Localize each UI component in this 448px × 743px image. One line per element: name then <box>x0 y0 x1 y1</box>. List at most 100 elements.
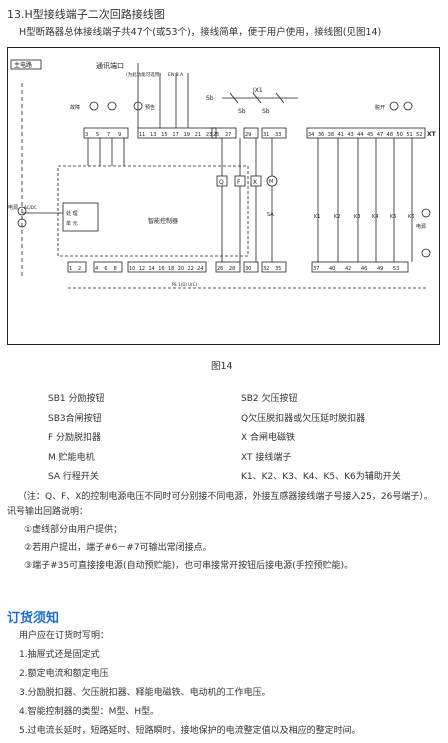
order-item: 1.抽屉式还是固定式 <box>19 650 100 660</box>
power-ac-dc-label: AC/DC <box>24 205 37 210</box>
terminal-strip-bot-left <box>67 261 87 273</box>
terminal-number: 43 <box>347 132 353 138</box>
box-m-label: M <box>269 179 273 185</box>
power-left-label: 电源 <box>8 204 18 211</box>
controller-label: 智能控制器 <box>148 217 178 225</box>
legend-item: M 贮能电机 <box>48 452 95 463</box>
terminal-number: 45 <box>367 132 373 138</box>
terminal-number: 33 <box>275 132 281 138</box>
figure-caption: 图14 <box>211 361 233 372</box>
terminal-number: 35 <box>275 266 281 272</box>
pe-label: PE 1(D) U(C) <box>172 282 198 287</box>
k-switch-label: K4 <box>372 214 378 220</box>
terminal-number: 8 <box>114 266 117 272</box>
terminal-number: 46 <box>361 266 367 272</box>
sb-switch-1 <box>229 92 239 104</box>
lamp-release <box>389 101 399 111</box>
comm-en-line: EN B A <box>168 72 184 78</box>
k-switch-label: K2 <box>334 214 340 220</box>
terminal-number: 13 <box>150 132 156 138</box>
order-item: 2.额定电流和额定电压 <box>19 669 109 679</box>
terminal-number: 9 <box>118 132 121 138</box>
terminal-strip-top-x <box>243 127 259 139</box>
section-subtitle: H型断路器总体接线端子共47个(或53个)，接线简单，便于用户使用，接线图(见图… <box>19 27 382 38</box>
lamp-release-2 <box>403 101 413 111</box>
wiring-diagram: 主电路 通讯端口 (为此功能可选用) EN B A Sb Sb Sb JX1 故… <box>7 47 440 345</box>
terminal-number: 2 <box>78 266 81 272</box>
power-right-circle <box>421 208 431 218</box>
terminal-number: 38 <box>328 132 334 138</box>
power-right-label: 电源 <box>416 223 426 230</box>
power-left-circle-2 <box>17 218 27 228</box>
terminal-number: 29 <box>245 132 251 138</box>
terminal-number: 47 <box>377 132 383 138</box>
control-unit-box <box>62 202 99 232</box>
terminal-strip-top-q <box>211 127 237 139</box>
signal-title: 讯号输出回路说明： <box>7 507 89 517</box>
note: （注：Q、F、X的控制电源电压不同时可分别接不同电源，外接互感器接线端子号接入2… <box>18 492 433 502</box>
terminal-number: 16 <box>158 266 164 272</box>
terminal-number: 34 <box>308 132 314 138</box>
terminal-number: 40 <box>329 266 335 272</box>
controller-outline <box>57 165 249 257</box>
terminal-strip-bot-q <box>215 261 241 273</box>
terminal-number: 15 <box>161 132 167 138</box>
terminal-number: 42 <box>345 266 351 272</box>
terminal-number: 14 <box>149 266 155 272</box>
terminal-number: 3 <box>85 132 88 138</box>
main-circuit-label: 主电路 <box>14 61 32 69</box>
order-title: 订货须知 <box>7 611 60 626</box>
terminal-number: 7 <box>107 132 110 138</box>
legend-item: SB1 分励按钮 <box>48 394 105 404</box>
legend-item: F 分励脱扣器 <box>48 433 102 443</box>
terminal-number: 30 <box>245 266 251 272</box>
comm-port-label: 通讯端口 <box>96 61 124 70</box>
legend-item: SA 行程开关 <box>48 472 99 482</box>
sb-label-right: Sb <box>262 108 270 115</box>
terminal-number: 48 <box>387 132 393 138</box>
terminal-number: 41 <box>338 132 344 138</box>
terminal-number: 18 <box>168 266 174 272</box>
legend-item: X 合闸电磁铁 <box>241 433 296 443</box>
terminal-number: 49 <box>377 266 383 272</box>
terminal-strip-top-right <box>306 127 426 139</box>
terminal-number: 27 <box>225 132 231 138</box>
terminal-strip-bot-mid <box>127 261 207 273</box>
legend-item: Q欠压脱扣器或欠压延时脱扣器 <box>241 413 366 424</box>
control-unit-label-1: 处 理 <box>66 210 78 217</box>
terminal-number: 19 <box>184 132 190 138</box>
terminal-number: 26 <box>217 266 223 272</box>
k-switch-label: K6 <box>408 214 414 220</box>
lamp-warning-label: 预告 <box>145 104 155 111</box>
terminal-strip-top-m <box>261 127 287 139</box>
legend-item: K1、K2、K3、K4、K5、K6为辅助开关 <box>241 472 401 482</box>
terminal-number: 11 <box>139 132 145 138</box>
k-switch-label: K3 <box>354 214 360 220</box>
comm-port-sub: (为此功能可选用) <box>126 71 161 78</box>
sb-label-left: Sb <box>206 95 214 102</box>
legend-item: SB3合闸按钮 <box>48 413 102 424</box>
signal-item: ②若用户提出，端子#6－#7可输出常闭接点。 <box>24 543 212 553</box>
sb-label-mid: Sb <box>238 108 246 115</box>
legend-item: SB2 欠压按钮 <box>241 394 298 404</box>
signal-item: ①虚线部分由用户提供； <box>24 525 123 535</box>
terminal-number: 25 <box>213 132 219 138</box>
box-q-label: Q <box>219 179 224 186</box>
lamp-fault <box>89 101 99 111</box>
control-unit-label-2: 单 元 <box>66 220 78 227</box>
box-x-label: X <box>253 179 257 186</box>
lamp-fault-label: 故障 <box>70 104 80 111</box>
power-right-circle-2 <box>421 248 431 258</box>
terminal-strip-bot-x <box>243 261 259 273</box>
section-title: 13.H型接线端子二次回路接线图 <box>7 8 165 21</box>
signal-item: ③端子#35可直接接电源(自动预贮能)，也可串接常开按钮后接电源(手控预贮能)。 <box>24 561 354 571</box>
terminal-number: 10 <box>129 266 135 272</box>
wiring-diagram-svg: 主电路 通讯端口 (为此功能可选用) EN B A Sb Sb Sb JX1 故… <box>8 59 437 289</box>
terminal-strip-bot-left2 <box>93 261 123 273</box>
order-item: 4.智能控制器的类型：M型、H型。 <box>19 707 160 717</box>
k-switch-label: K1 <box>314 214 320 220</box>
order-item: 3.分励脱扣器、欠压脱扣器、释能电磁铁、电动机的工作电压。 <box>19 688 271 698</box>
terminal-number: 12 <box>139 266 145 272</box>
legend-item: XT 接线端子 <box>241 452 292 463</box>
main-circuit-box <box>10 59 42 70</box>
